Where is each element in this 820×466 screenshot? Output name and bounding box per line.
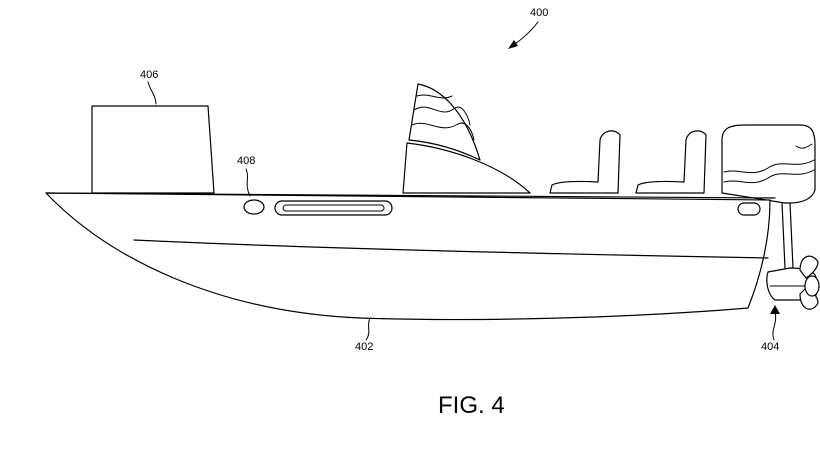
label-402: 402	[355, 341, 373, 353]
nav-light-front	[243, 199, 265, 215]
nav-light-rear	[737, 202, 761, 216]
leader-402	[365, 317, 371, 341]
console-406: 406	[91, 69, 215, 194]
label-408: 408	[237, 155, 255, 167]
label-404: 404	[761, 341, 779, 353]
console-box	[91, 105, 215, 194]
windshield-wave-1	[413, 106, 471, 126]
arrow-404-head	[770, 305, 780, 314]
arrow-404-line	[772, 311, 777, 341]
seat-rear-shape	[635, 130, 707, 194]
prop-hub	[804, 275, 820, 297]
arrow-400-head	[508, 40, 518, 49]
reference-404: 404	[761, 305, 780, 353]
seat-front	[549, 130, 621, 194]
motor-shaft	[781, 202, 794, 269]
label-400: 400	[530, 7, 548, 19]
side-rail	[274, 200, 393, 216]
leader-406	[147, 81, 157, 105]
windshield-wave-3	[416, 94, 453, 99]
windshield	[402, 83, 531, 194]
cowling-stripe-3	[795, 143, 813, 149]
seat-rear	[635, 130, 707, 194]
cowling-stripe-2	[723, 169, 815, 184]
reference-408: 408	[237, 155, 255, 197]
windshield-glass	[408, 83, 481, 161]
leader-408	[245, 168, 251, 197]
chine-line	[133, 239, 769, 259]
gunwale-line	[45, 192, 776, 199]
cowling-stripe-1	[723, 159, 815, 174]
label-406: 406	[140, 69, 158, 81]
outboard-motor-404	[721, 124, 820, 310]
windshield-wave-2	[411, 122, 475, 141]
reference-400: 400	[508, 7, 548, 49]
figure-caption: FIG. 4	[438, 392, 505, 419]
side-rail-inner	[282, 204, 385, 212]
hull-402: 402	[45, 192, 776, 353]
arrow-400-line	[511, 21, 539, 47]
windshield-base	[402, 142, 531, 194]
seat-front-shape	[549, 130, 621, 194]
motor-cowling	[721, 124, 816, 204]
hull-outline	[45, 192, 771, 321]
prop-blade-top	[799, 255, 819, 279]
